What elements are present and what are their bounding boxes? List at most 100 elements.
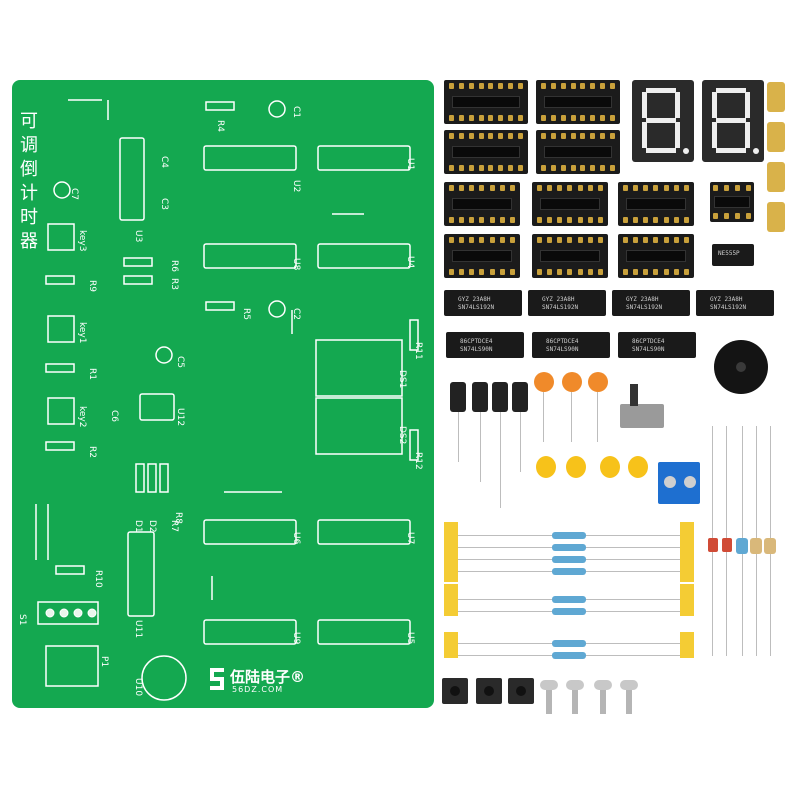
brass-standoff xyxy=(767,202,785,232)
chip-marking: GYZ 23A8H SN74LS192N xyxy=(710,296,747,311)
silkscreen-label: R10 xyxy=(93,570,103,588)
resistor-tape xyxy=(444,584,458,616)
resistor xyxy=(736,538,748,554)
button-cap xyxy=(516,686,526,696)
brand-url: 56DZ.COM xyxy=(232,685,284,694)
silkscreen-label: D2 xyxy=(147,520,157,533)
resistor xyxy=(552,608,586,615)
tantalum-capacitor xyxy=(600,456,620,478)
seven-segment-display xyxy=(702,80,764,162)
silkscreen-label: S1 xyxy=(17,614,27,625)
silkscreen-label: C4 xyxy=(159,156,169,168)
silkscreen-label: U7 xyxy=(405,532,415,544)
slide-switch-knob xyxy=(630,384,638,406)
brass-standoff xyxy=(767,122,785,152)
lead-wire xyxy=(458,412,459,462)
screw xyxy=(540,680,558,690)
silkscreen-label: D1 xyxy=(133,520,143,533)
lead-wire xyxy=(543,392,544,442)
digit-8-icon xyxy=(712,88,759,154)
resistor xyxy=(552,640,586,647)
ic-socket xyxy=(444,182,520,226)
pcb-title: 可调倒计时器 xyxy=(20,111,38,252)
lead-wire xyxy=(480,412,481,482)
electrolytic-capacitor xyxy=(492,382,508,412)
silkscreen-label: U12 xyxy=(175,408,185,426)
silkscreen-label: R4 xyxy=(215,120,225,132)
chip-marking: 86CPTDCE4 SN74LS90N xyxy=(460,338,493,353)
ic-socket xyxy=(444,234,520,278)
silkscreen-label: U11 xyxy=(133,620,143,638)
chip-marking: NE555P xyxy=(718,250,740,257)
digit-8-icon xyxy=(642,88,689,154)
buzzer-hole xyxy=(736,362,746,372)
ceramic-capacitor xyxy=(562,372,582,392)
sn74ls90n-chip: 86CPTDCE4 SN74LS90N xyxy=(618,332,696,358)
silkscreen-label: C1 xyxy=(291,106,301,118)
brand-mark-icon xyxy=(210,668,224,690)
silkscreen-label: C3 xyxy=(159,198,169,210)
slide-switch xyxy=(620,404,664,428)
pcb-board: 可调倒计时器 xyxy=(12,80,434,708)
silkscreen-label: U1 xyxy=(405,158,415,170)
silkscreen-label: U9 xyxy=(291,632,301,645)
ceramic-capacitor xyxy=(534,372,554,392)
silkscreen-label: R1 xyxy=(87,368,97,380)
silkscreen-label: R9 xyxy=(87,280,97,292)
silkscreen-label: R7 xyxy=(169,520,179,532)
resistor xyxy=(552,556,586,563)
resistor xyxy=(552,568,586,575)
silkscreen-label: R3 xyxy=(169,278,179,290)
brass-standoff xyxy=(767,82,785,112)
lead-wire xyxy=(520,412,521,472)
resistor-tape xyxy=(444,522,458,582)
screw xyxy=(594,680,612,690)
button-cap xyxy=(484,686,494,696)
chip-marking: GYZ 23A8H SN74LS192N xyxy=(542,296,579,311)
ic-socket xyxy=(444,80,528,124)
silkscreen-label: C5 xyxy=(175,356,185,368)
silkscreen-label: key2 xyxy=(77,406,87,427)
resistor-tape xyxy=(680,584,694,616)
chip-marking: 86CPTDCE4 SN74LS90N xyxy=(546,338,579,353)
resistor xyxy=(552,532,586,539)
sn74ls90n-chip: 86CPTDCE4 SN74LS90N xyxy=(446,332,524,358)
tantalum-capacitor xyxy=(536,456,556,478)
resistor-tape xyxy=(680,632,694,658)
resistor xyxy=(750,538,762,554)
resistor xyxy=(552,596,586,603)
silkscreen-label: U4 xyxy=(405,256,415,269)
silkscreen-label: C2 xyxy=(291,308,301,320)
ic-socket xyxy=(536,80,620,124)
silkscreen-label: R12 xyxy=(413,452,423,470)
button-cap xyxy=(450,686,460,696)
screw xyxy=(600,690,606,714)
silkscreen-label: U3 xyxy=(133,230,143,242)
diode xyxy=(722,538,732,552)
resistor xyxy=(764,538,776,554)
tantalum-capacitor xyxy=(566,456,586,478)
screw xyxy=(626,690,632,714)
ic-socket xyxy=(536,130,620,174)
silkscreen-label: C7 xyxy=(69,188,79,200)
electrolytic-capacitor xyxy=(472,382,488,412)
silkscreen-label: U5 xyxy=(405,632,415,644)
ic-socket xyxy=(618,182,694,226)
screw xyxy=(572,690,578,714)
tantalum-capacitor xyxy=(628,456,648,478)
screw xyxy=(546,690,552,714)
seven-segment-display xyxy=(632,80,694,162)
lead-wire xyxy=(500,412,501,508)
sn74ls90n-chip: 86CPTDCE4 SN74LS90N xyxy=(532,332,610,358)
ic-socket-8pin xyxy=(710,182,754,222)
ic-socket xyxy=(444,130,528,174)
screw xyxy=(566,680,584,690)
sn74ls192n-chip: GYZ 23A8H SN74LS192N xyxy=(444,290,522,316)
chip-marking: GYZ 23A8H SN74LS192N xyxy=(458,296,495,311)
electrolytic-capacitor xyxy=(450,382,466,412)
ceramic-capacitor xyxy=(588,372,608,392)
ic-socket xyxy=(532,182,608,226)
sn74ls192n-chip: GYZ 23A8H SN74LS192N xyxy=(612,290,690,316)
screw-icon xyxy=(684,476,696,488)
